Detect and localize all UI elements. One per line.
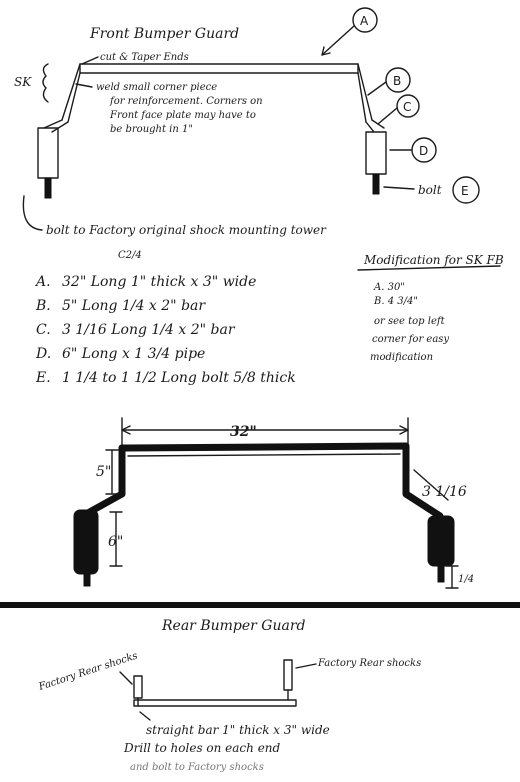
callout-a-label: A <box>360 14 369 28</box>
bolt-tower-arrow <box>22 195 43 231</box>
weld-note-4: be brought in 1" <box>110 124 193 135</box>
sk-brace <box>42 63 49 103</box>
rear-shocks-right-arrow <box>295 663 317 669</box>
pipe-right <box>365 131 387 175</box>
part-d-text: 6" Long x 1 3/4 pipe <box>62 346 205 362</box>
six-dim-line <box>109 511 123 567</box>
pipe-right-solid <box>427 515 455 567</box>
weld-note-2: for reinforcement. Corners on <box>109 96 263 107</box>
rear-bar-note-3: and bolt to Factory shocks <box>130 762 264 773</box>
bolt-left <box>44 177 52 199</box>
angle-dim-line <box>413 469 449 501</box>
bolt-right <box>372 173 380 195</box>
callout-c-arrow <box>377 107 398 125</box>
bar-b-right <box>357 63 373 123</box>
rear-shock-left <box>133 675 143 699</box>
callout-c-label: C <box>403 100 411 114</box>
bolt-label: bolt <box>418 183 442 197</box>
width-dim-label: 32" <box>230 424 257 440</box>
part-b-text: 5" Long 1/4 x 2" bar <box>62 298 206 314</box>
cut-taper-arrow <box>81 56 99 65</box>
callout-c-circle <box>396 94 420 118</box>
front-title: Front Bumper Guard <box>89 26 239 42</box>
quarter-dim-line <box>445 565 459 589</box>
guard-bar-left <box>82 444 126 518</box>
angle-dim-label: 3 1/16 <box>422 484 467 500</box>
bolt-left-solid <box>83 571 91 587</box>
part-c-text: 3 1/16 Long 1/4 x 2" bar <box>62 322 236 338</box>
bar-a <box>79 63 359 74</box>
callout-a-arrowhead <box>321 46 331 56</box>
pipe-left <box>37 127 59 179</box>
part-e-letter: E. <box>35 370 51 386</box>
callout-e-arrow <box>383 186 415 190</box>
callout-b-circle <box>385 67 411 93</box>
rear-shock-right <box>283 659 293 691</box>
part-d-letter: D. <box>35 346 51 362</box>
mod-title: Modification for SK FB <box>363 253 504 267</box>
part-a-text: 32" Long 1" thick x 3" wide <box>62 274 256 290</box>
mod-line-5: modification <box>370 352 433 363</box>
mod-line-1: A. 30" <box>373 282 405 293</box>
quarter-dim-label: 1/4 <box>458 574 474 585</box>
five-dim-line <box>105 449 119 495</box>
mod-underline <box>357 265 501 271</box>
pipe-left-solid <box>73 509 99 575</box>
rear-shock-stems <box>137 689 289 707</box>
bar-c-left <box>43 119 69 133</box>
mod-line-3: or see top left <box>374 316 446 327</box>
mod-line-2: B. 4 3/4" <box>373 296 418 307</box>
five-dim-label: 5" <box>96 464 111 480</box>
rear-shocks-left-arrow <box>119 671 133 685</box>
guard-bar-right <box>118 442 444 520</box>
callout-e-label: E <box>461 184 469 198</box>
width-extension-lines <box>121 417 409 447</box>
width-dim-arrows <box>121 425 409 435</box>
callout-b-label: B <box>393 74 401 88</box>
bolt-tower-note: bolt to Factory original shock mounting … <box>46 223 327 237</box>
bar-b-left <box>61 63 81 123</box>
callout-a-arrow <box>321 25 355 56</box>
callout-d-label: D <box>419 144 428 158</box>
part-a-letter: A. <box>34 274 51 290</box>
bolt-right-solid <box>437 565 445 583</box>
rear-title: Rear Bumper Guard <box>161 618 306 634</box>
callout-e-circle <box>452 176 480 204</box>
parts-header: C2/4 <box>118 250 142 261</box>
weld-note-arrow <box>75 83 93 88</box>
rear-bar-note-1: straight bar 1" thick x 3" wide <box>146 723 330 737</box>
section-divider <box>0 602 520 608</box>
part-c-letter: C. <box>36 322 51 338</box>
mod-line-4: corner for easy <box>372 334 449 345</box>
rear-shocks-right-label: Factory Rear shocks <box>317 658 421 669</box>
rear-bar-note-2: Drill to holes on each end <box>123 741 281 755</box>
part-e-text: 1 1/4 to 1 1/2 Long bolt 5/8 thick <box>62 370 296 386</box>
rear-bar-arrow <box>139 711 151 721</box>
sk-label: SK <box>14 75 32 89</box>
callout-a-circle <box>352 7 378 33</box>
six-dim-label: 6" <box>108 534 123 550</box>
cut-taper-note: cut & Taper Ends <box>100 52 189 63</box>
guard-bar-inner <box>127 453 401 457</box>
part-b-letter: B. <box>35 298 51 314</box>
weld-note-1: weld small corner piece <box>96 82 217 93</box>
weld-note-3: Front face plate may have to <box>109 110 256 121</box>
callout-b-arrow <box>367 81 387 96</box>
rear-bar <box>133 699 297 707</box>
rear-shocks-left-label: Factory Rear shocks <box>37 650 140 693</box>
